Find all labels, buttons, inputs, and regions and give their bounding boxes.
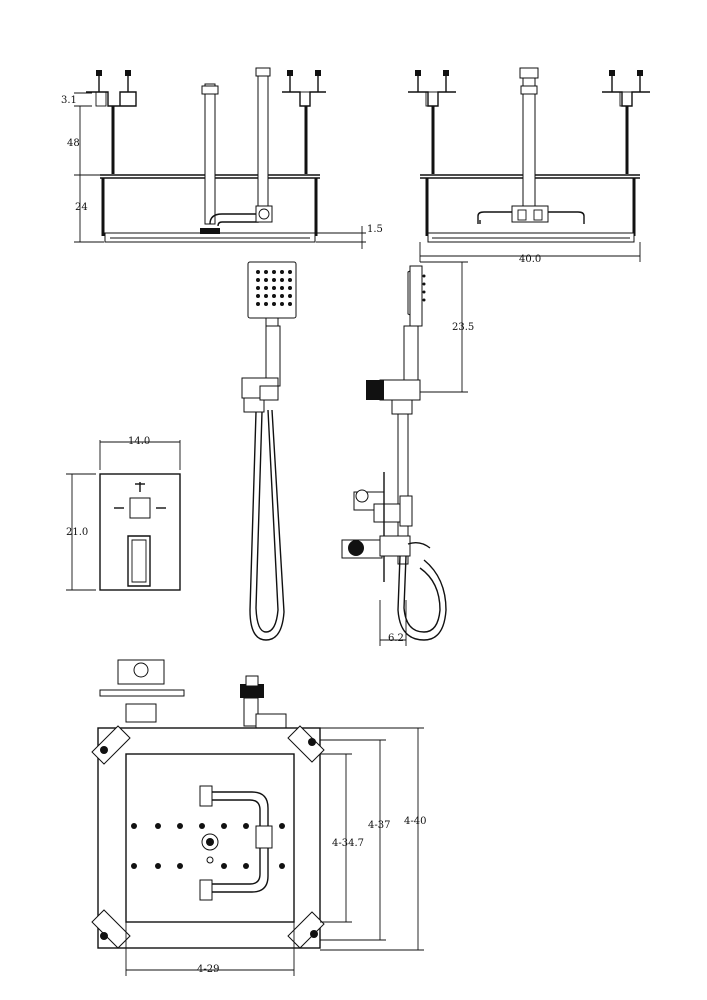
hand-shower-side-view: 23.5 6.2 — [341, 261, 474, 646]
dimension-label: 4-37 — [368, 820, 390, 831]
ceiling-mount-front-view: 3.1 48 24 1.5 — [61, 67, 383, 249]
spray-nozzle-grid — [256, 270, 292, 306]
dimension-label: 48 — [67, 138, 80, 149]
mount-bracket-left — [86, 91, 137, 107]
dimension-label: 1.5 — [367, 224, 383, 235]
dimension-label: 4-40 — [404, 816, 426, 827]
dimension-label: 4-34.7 — [332, 838, 364, 849]
hand-shower-front-view — [241, 261, 297, 641]
ceiling-mount-side-view: 40.0 — [408, 67, 650, 265]
dimension-label: 3.1 — [61, 95, 77, 106]
dimension-label: 23.5 — [452, 322, 474, 333]
dimension-label: 40.0 — [519, 254, 541, 265]
mount-bracket-right — [282, 91, 326, 107]
dimension-label: 14.0 — [128, 436, 150, 447]
dimension-label: 21.0 — [66, 527, 88, 538]
dimension-label: 24 — [75, 202, 88, 213]
spray-nozzle-column — [422, 274, 426, 302]
anchor-bolt-icon — [287, 70, 321, 92]
anchor-bolt-icon — [415, 70, 643, 92]
ceiling-box-plan-view: 4-29 4-34.7 4-37 4-40 — [91, 659, 426, 976]
dimension-label: 4-29 — [197, 964, 219, 975]
valve-trim-plate-view: 14.0 21.0 — [66, 436, 181, 591]
anchor-bolt-icon — [96, 70, 131, 92]
dimension-label: 6.2 — [388, 633, 404, 644]
nozzle-hole-pattern — [131, 823, 285, 869]
corner-bracket-icon — [91, 725, 325, 949]
